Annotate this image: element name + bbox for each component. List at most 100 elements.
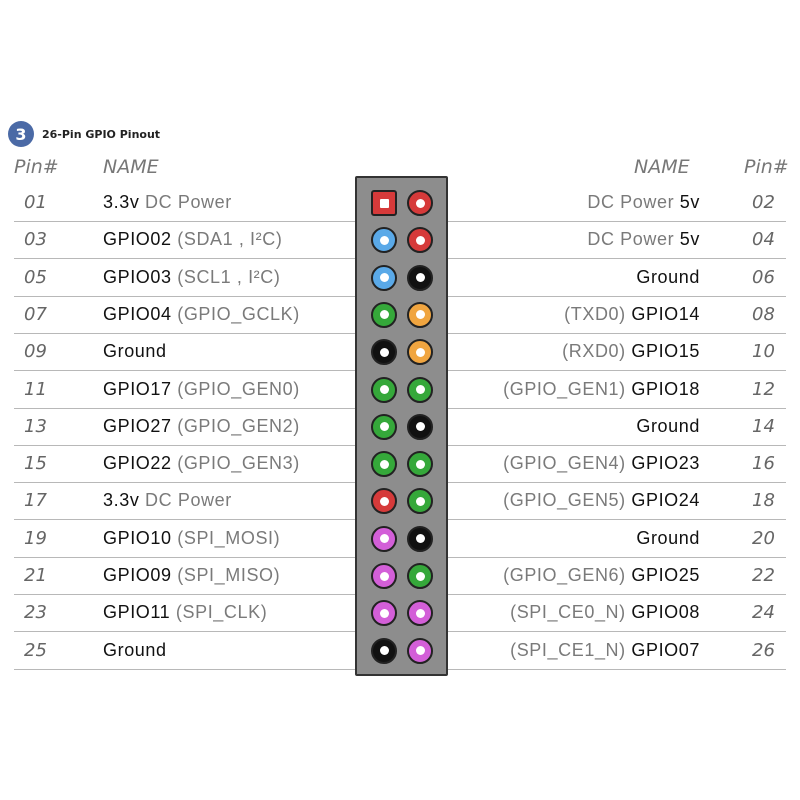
pin-14-dot xyxy=(407,413,433,440)
pin-number-left: 01 xyxy=(24,192,47,213)
pin-26-dot xyxy=(407,637,433,664)
row-divider-right xyxy=(448,444,786,446)
pin-06-dot xyxy=(407,264,433,291)
column-header-pin-right: Pin# xyxy=(744,156,789,178)
row-divider-left xyxy=(14,631,355,633)
pin-name-function: (SCL1 , I²C) xyxy=(171,266,281,287)
pin-name-right: (GPIO_GEN5) GPIO24 xyxy=(503,490,700,511)
row-divider-right xyxy=(448,668,786,670)
pin-name-primary: 3.3v xyxy=(103,192,140,212)
pin-08-dot xyxy=(407,301,433,328)
pin-name-left: Ground xyxy=(103,341,167,362)
pin-17-dot xyxy=(371,488,397,515)
pin-name-right: (TXD0) GPIO14 xyxy=(564,304,700,325)
pin-number-left: 11 xyxy=(24,378,47,400)
pin-22-dot xyxy=(407,563,433,589)
pin-name-left: 3.3v DC Power xyxy=(103,192,232,213)
pin-number-right: 20 xyxy=(752,527,775,549)
pin-number-right: 26 xyxy=(752,639,775,661)
row-divider-left xyxy=(14,556,355,558)
pin-name-primary: GPIO27 xyxy=(103,415,172,436)
pin-number-right: 06 xyxy=(752,266,775,288)
pin-name-left: GPIO17 (GPIO_GEN0) xyxy=(103,379,300,400)
pin-name-function: (GPIO_GCLK) xyxy=(171,303,300,324)
row-divider-left xyxy=(14,370,355,372)
pin-name-primary: Ground xyxy=(636,266,700,287)
pin-name-primary: GPIO09 xyxy=(103,565,172,585)
row-divider-left xyxy=(14,221,355,222)
pin-02-dot xyxy=(407,190,433,216)
pin-number-left: 15 xyxy=(24,453,47,475)
pin-name-primary: Ground xyxy=(103,341,167,362)
pin-name-function: (GPIO_GEN6) xyxy=(503,565,632,585)
gpio-header-connector xyxy=(355,176,448,676)
pin-name-function: (SPI_CLK) xyxy=(170,602,268,623)
pin-name-primary: 3.3v xyxy=(103,490,140,511)
pin-name-function: (GPIO_GEN5) xyxy=(503,490,632,511)
row-divider-right xyxy=(448,221,786,222)
pin-name-right: Ground xyxy=(636,267,700,288)
pin-name-primary: GPIO10 xyxy=(103,527,172,548)
pin-name-primary: GPIO15 xyxy=(631,341,700,362)
row-divider-right xyxy=(448,631,786,633)
pin-name-left: Ground xyxy=(103,640,167,661)
pin-name-left: GPIO09 (SPI_MISO) xyxy=(103,565,280,586)
pin-number-left: 03 xyxy=(24,229,47,251)
row-divider-left xyxy=(14,594,355,595)
row-divider-right xyxy=(448,332,786,334)
row-divider-left xyxy=(14,482,355,484)
pin-number-left: 17 xyxy=(24,490,47,512)
pin-number-right: 02 xyxy=(752,192,775,213)
pin-number-left: 09 xyxy=(24,341,47,363)
pin-name-function: (RXD0) xyxy=(562,341,632,362)
pin-name-left: GPIO27 (GPIO_GEN2) xyxy=(103,416,300,437)
pin-number-left: 25 xyxy=(24,639,47,661)
pin-name-primary: GPIO02 xyxy=(103,229,172,250)
pin-name-left: GPIO04 (GPIO_GCLK) xyxy=(103,304,300,325)
row-divider-right xyxy=(448,594,786,595)
pin-name-function: (GPIO_GEN2) xyxy=(171,415,300,436)
row-divider-left xyxy=(14,407,355,409)
pin-name-primary: GPIO03 xyxy=(103,266,172,287)
row-divider-right xyxy=(448,482,786,484)
pin-01-dot xyxy=(371,190,397,216)
pin-07-dot xyxy=(371,301,397,328)
pin-name-function: DC Power xyxy=(587,192,680,212)
diagram-header: 3 26-Pin GPIO Pinout xyxy=(8,120,160,148)
pin-name-function: DC Power xyxy=(587,229,680,250)
pin-name-primary: GPIO17 xyxy=(103,378,172,399)
pin-name-function: (GPIO_GEN3) xyxy=(171,453,300,474)
pin-05-dot xyxy=(371,264,397,291)
pin-13-dot xyxy=(371,413,397,440)
pin-number-left: 23 xyxy=(24,602,47,624)
pin-name-right: (RXD0) GPIO15 xyxy=(562,341,700,362)
pin-number-right: 04 xyxy=(752,229,775,251)
pin-number-left: 19 xyxy=(24,527,47,549)
pin-name-primary: Ground xyxy=(636,527,700,548)
pin-24-dot xyxy=(407,600,433,627)
pin-name-primary: GPIO24 xyxy=(631,490,700,511)
diagram-title: 26-Pin GPIO Pinout xyxy=(42,127,161,141)
pin-name-function: (GPIO_GEN1) xyxy=(503,378,632,399)
pin-name-right: (SPI_CE0_N) GPIO08 xyxy=(510,602,700,623)
pin-23-dot xyxy=(371,600,397,627)
pin-name-right: DC Power 5v xyxy=(587,192,700,213)
pin-name-primary: GPIO04 xyxy=(103,303,172,324)
pin-name-function: DC Power xyxy=(139,192,232,212)
row-divider-left xyxy=(14,295,355,297)
pin-number-right: 08 xyxy=(752,303,775,325)
pin-20-dot xyxy=(407,525,433,552)
row-divider-left xyxy=(14,332,355,334)
pin-number-right: 18 xyxy=(752,490,775,512)
pin-number-right: 24 xyxy=(752,602,775,624)
column-header-name-left: NAME xyxy=(103,156,159,178)
row-divider-right xyxy=(448,407,786,409)
pin-04-dot xyxy=(407,227,433,254)
